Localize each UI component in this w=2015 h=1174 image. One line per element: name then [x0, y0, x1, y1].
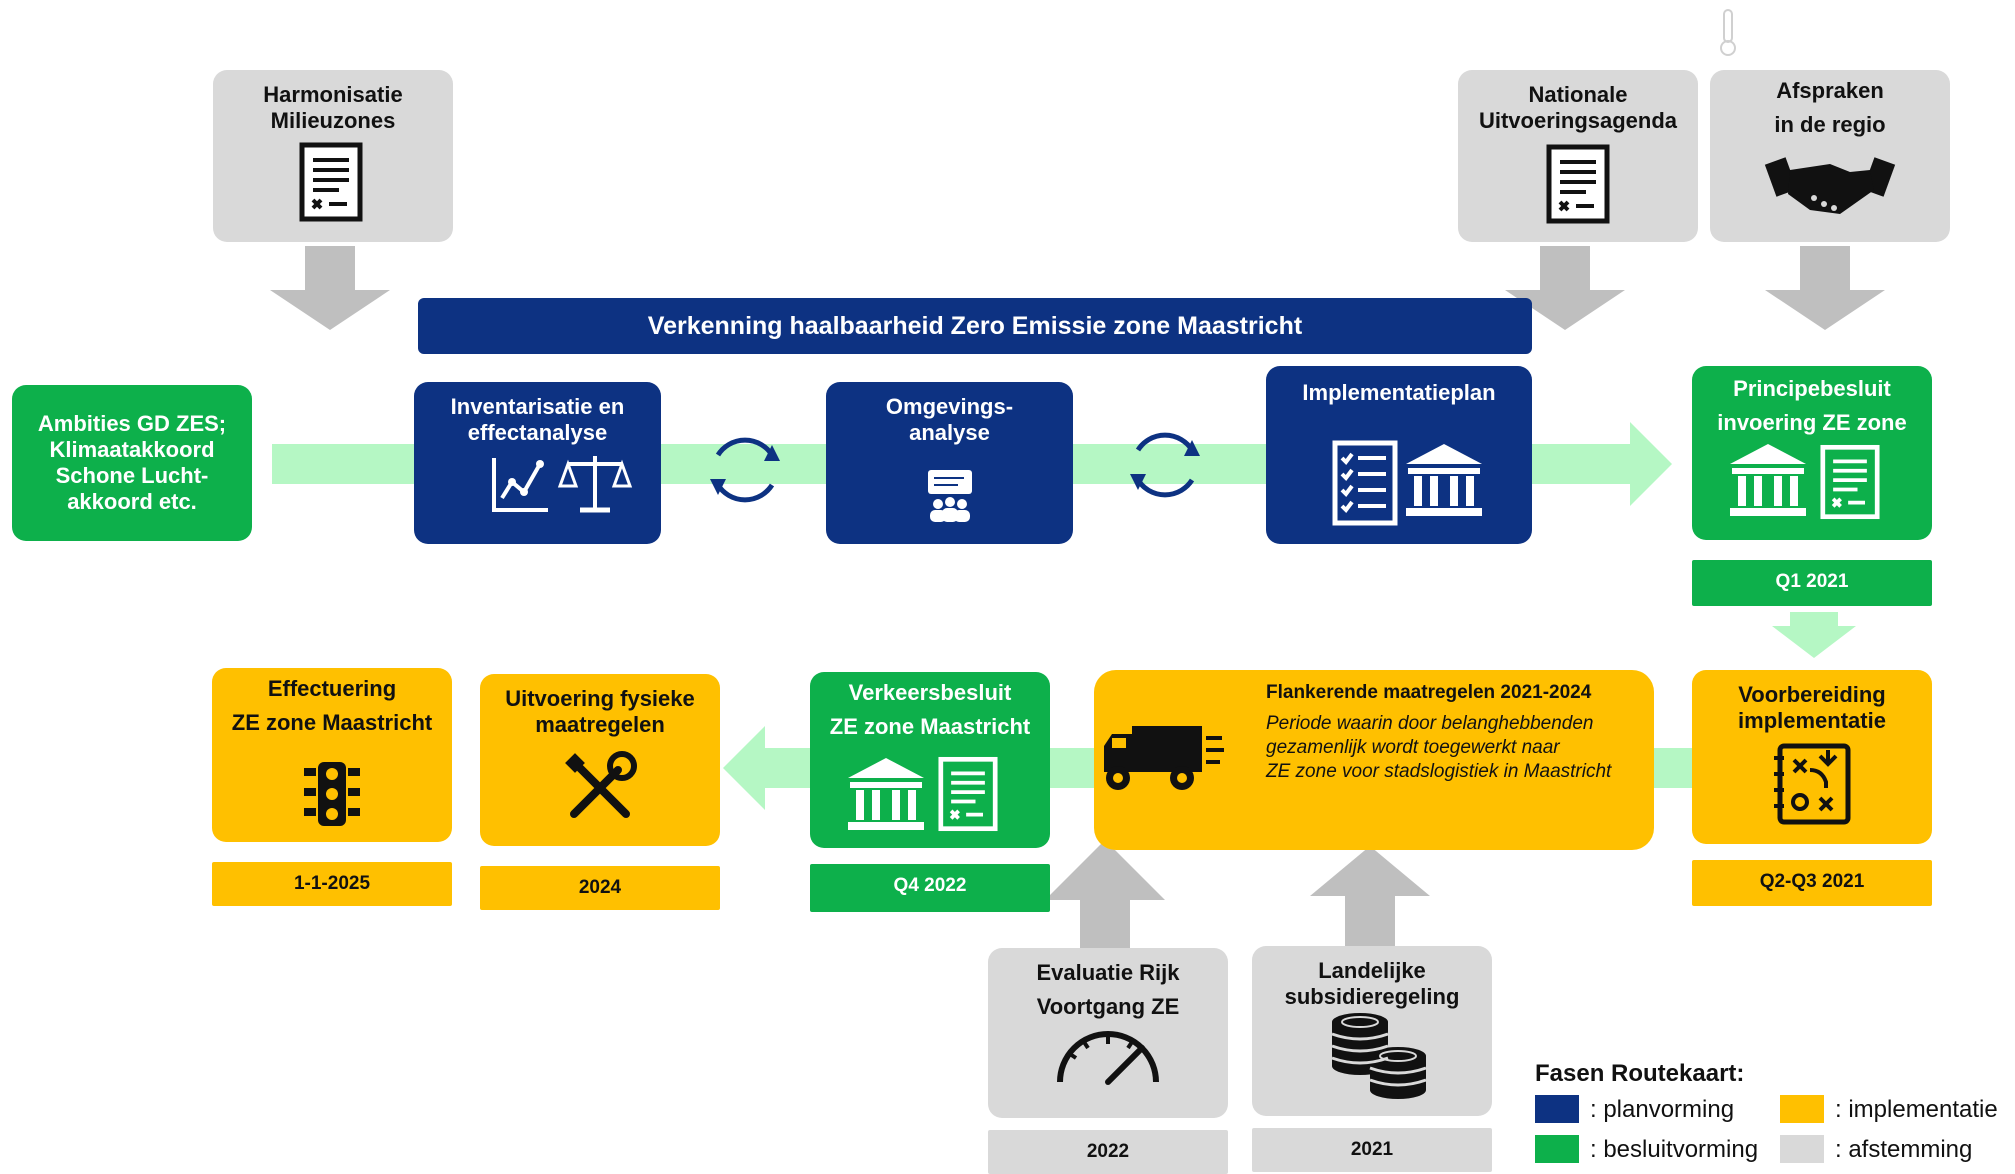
legend-label-besluitvorming: : besluitvorming — [1590, 1136, 1759, 1163]
effectuering-box: Effectuering ZE zone Maastricht — [212, 668, 452, 842]
scales-icon — [557, 452, 633, 519]
cycle-icon — [700, 425, 790, 520]
document-icon — [1546, 144, 1610, 229]
coins-icon — [1330, 1012, 1430, 1107]
legend-label-planvorming: : planvorming — [1590, 1096, 1735, 1123]
government-building-icon — [846, 756, 926, 837]
q1-down-arrow — [1772, 612, 1856, 658]
truck-icon — [1102, 720, 1224, 801]
flankerende-title: Flankerende maatregelen 2021-2024 — [1266, 682, 1592, 703]
evaluatie-date: 2022 — [988, 1130, 1228, 1174]
principebesluit-date: Q1 2021 — [1692, 560, 1932, 606]
cycle-icon — [1120, 420, 1210, 515]
implementatieplan-label: Implementatieplan — [1302, 380, 1496, 405]
evaluatie-label: Evaluatie Rijk Voortgang ZE — [1036, 960, 1180, 1019]
banner-title: Verkenning haalbaarheid Zero Emissie zon… — [647, 312, 1303, 340]
principebesluit-box: Principebesluit invoering ZE zone — [1692, 366, 1932, 540]
landelijke-up-arrow — [1310, 846, 1430, 950]
evaluatie-box: Evaluatie Rijk Voortgang ZE — [988, 948, 1228, 1118]
ambities-label: Ambities GD ZES; Klimaatakkoord Schone L… — [37, 411, 227, 514]
speedometer-icon — [1054, 1024, 1162, 1091]
landelijke-box: Landelijke subsidieregeling — [1252, 946, 1492, 1116]
legend-swatch-afstemming — [1780, 1135, 1824, 1163]
nationale-down-arrow — [1505, 246, 1625, 330]
government-building-icon — [1728, 442, 1808, 523]
landelijke-label: Landelijke subsidieregeling — [1284, 958, 1460, 1009]
traffic-light-icon — [302, 760, 362, 833]
uitvoering-label: Uitvoering fysieke maatregelen — [505, 686, 695, 737]
row2-flow-arrowhead — [723, 726, 765, 810]
voorbereiding-label: Voorbereiding implementatie — [1738, 682, 1886, 733]
voorbereiding-box: Voorbereiding implementatie — [1692, 670, 1932, 844]
omgevings-label: Omgevings- analyse — [885, 394, 1014, 445]
evaluatie-up-arrow — [1045, 840, 1165, 950]
document-icon — [299, 142, 363, 227]
harmonisatie-label: Harmonisatie Milieuzones — [263, 82, 403, 133]
document-icon — [938, 756, 998, 837]
tools-icon — [564, 751, 637, 829]
inventarisatie-box: Inventarisatie en effectanalyse — [414, 382, 661, 544]
legend-swatch-planvorming — [1535, 1095, 1579, 1123]
presentation-icon — [922, 468, 978, 529]
voorbereiding-date: Q2-Q3 2021 — [1692, 860, 1932, 906]
nationale-box: Nationale Uitvoeringsagenda — [1458, 70, 1698, 242]
effectuering-date: 1-1-2025 — [212, 862, 452, 906]
chart-icon — [490, 454, 550, 519]
legend-title: Fasen Routekaart: — [1535, 1060, 1745, 1087]
ambities-box: Ambities GD ZES; Klimaatakkoord Schone L… — [12, 385, 252, 541]
checklist-icon — [1332, 440, 1398, 531]
legend-swatch-implementatie — [1780, 1095, 1824, 1123]
verkenning-banner: Verkenning haalbaarheid Zero Emissie zon… — [418, 298, 1532, 354]
handshake-icon — [1764, 154, 1896, 229]
thermometer-icon — [1718, 8, 1738, 61]
afspraken-box: Afspraken in de regio — [1710, 70, 1950, 242]
row1-flow-arrowhead — [1630, 422, 1672, 506]
afspraken-down-arrow — [1765, 246, 1885, 330]
harmonisatie-down-arrow — [270, 246, 390, 330]
implementatieplan-box: Implementatieplan — [1266, 366, 1532, 544]
inventarisatie-label: Inventarisatie en effectanalyse — [450, 394, 625, 445]
flankerende-box: Flankerende maatregelen 2021-2024 Period… — [1094, 670, 1654, 850]
afspraken-label: Afspraken in de regio — [1774, 78, 1886, 137]
nationale-label: Nationale Uitvoeringsagenda — [1478, 82, 1678, 133]
legend-label-implementatie: : implementatie — [1835, 1096, 1998, 1123]
uitvoering-date: 2024 — [480, 866, 720, 910]
flankerende-text: Periode waarin door belanghebbenden geza… — [1266, 713, 1612, 782]
landelijke-date: 2021 — [1252, 1128, 1492, 1172]
government-building-icon — [1404, 442, 1484, 523]
principebesluit-label: Principebesluit invoering ZE zone — [1717, 376, 1907, 435]
document-icon — [1820, 444, 1880, 525]
omgevings-box: Omgevings- analyse — [826, 382, 1073, 544]
verkeersbesluit-label: Verkeersbesluit ZE zone Maastricht — [829, 680, 1031, 739]
harmonisatie-box: Harmonisatie Milieuzones — [213, 70, 453, 242]
effectuering-label: Effectuering ZE zone Maastricht — [231, 676, 433, 735]
legend-label-afstemming: : afstemming — [1835, 1136, 1973, 1163]
strategy-icon — [1774, 742, 1852, 831]
uitvoering-box: Uitvoering fysieke maatregelen — [480, 674, 720, 846]
verkeersbesluit-date: Q4 2022 — [810, 864, 1050, 912]
verkeersbesluit-box: Verkeersbesluit ZE zone Maastricht — [810, 672, 1050, 848]
legend-swatch-besluitvorming — [1535, 1135, 1579, 1163]
